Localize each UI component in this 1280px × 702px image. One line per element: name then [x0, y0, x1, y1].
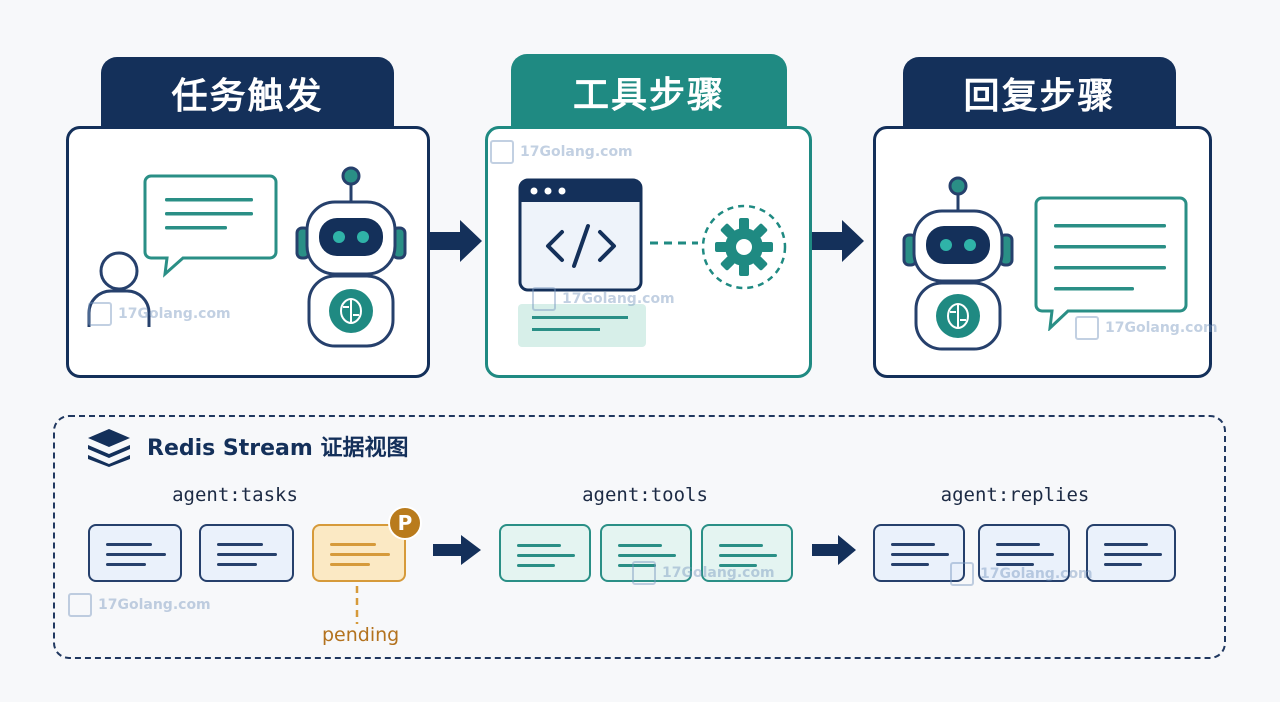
robot-icon: [295, 166, 407, 348]
stream-message-card: [600, 524, 692, 582]
stream-message-card: [701, 524, 793, 582]
stream-message-card: [978, 524, 1070, 582]
stream-message-card: [873, 524, 965, 582]
pending-connector: [355, 586, 359, 624]
arrow-right-icon: [430, 220, 482, 262]
gear-icon: [701, 204, 787, 290]
arrow-right-icon: [812, 535, 856, 565]
pending-message-card: [312, 524, 406, 582]
connector-line: [650, 241, 698, 245]
stage-title-task-trigger: 任务触发: [101, 57, 394, 129]
faded-log-card: [518, 304, 646, 347]
stream-message-card: [199, 524, 294, 582]
stage-panel-task-trigger: [66, 126, 430, 378]
brain-icon: [946, 302, 970, 330]
pending-badge: P: [388, 506, 422, 540]
stage-panel-reply-step: [873, 126, 1212, 378]
robot-icon: [902, 176, 1014, 351]
group-label-tasks: agent:tasks: [172, 484, 298, 506]
arrow-right-icon: [812, 220, 864, 262]
brain-icon: [339, 297, 363, 325]
group-label-replies: agent:replies: [940, 484, 1090, 506]
stage-panel-tool-step: [485, 126, 812, 378]
stream-title: Redis Stream 证据视图: [147, 436, 409, 461]
pending-label: pending: [322, 624, 400, 646]
group-label-tools: agent:tools: [582, 484, 708, 506]
code-window-icon: [518, 178, 643, 292]
stream-message-card: [88, 524, 182, 582]
chat-bubble-icon: [143, 174, 278, 278]
stack-layers-icon: [88, 429, 130, 467]
stream-message-card: [499, 524, 591, 582]
stage-title-reply-step: 回复步骤: [903, 57, 1176, 129]
arrow-right-icon: [433, 535, 481, 565]
stream-message-card: [1086, 524, 1176, 582]
stage-title-tool-step: 工具步骤: [511, 54, 787, 129]
user-icon: [87, 251, 151, 327]
redis-stream-panel: [53, 415, 1226, 659]
chat-bubble-icon: [1034, 196, 1188, 331]
